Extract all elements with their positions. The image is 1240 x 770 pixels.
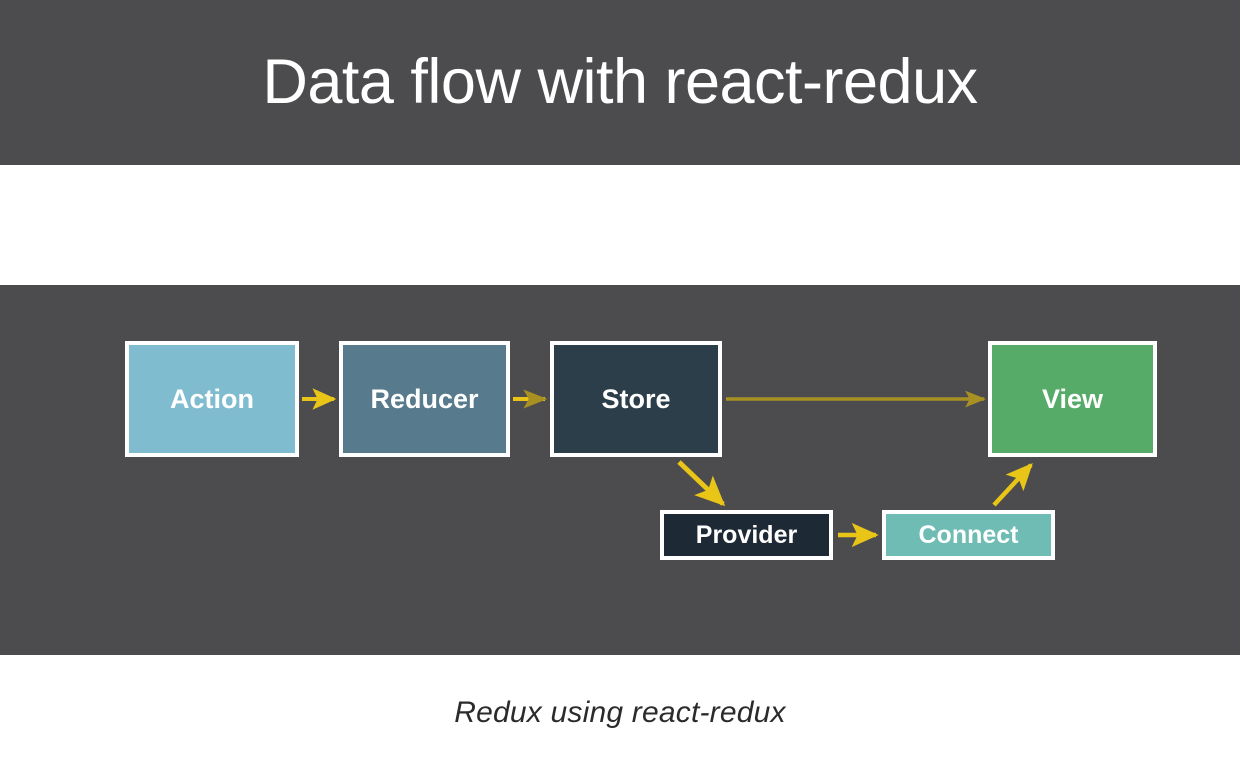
diagram-node-store[interactable]: Store xyxy=(550,341,722,457)
diagram-node-connect[interactable]: Connect xyxy=(882,510,1055,560)
diagram-node-reducer[interactable]: Reducer xyxy=(339,341,510,457)
diagram-node-provider[interactable]: Provider xyxy=(660,510,833,560)
arrow-connect-to-view xyxy=(992,463,1033,507)
diagram-caption: Redux using react-redux xyxy=(454,695,786,729)
arrow-store-to-provider xyxy=(677,460,726,507)
title-band: Data flow with react-redux xyxy=(0,0,1240,165)
diagram-node-action[interactable]: Action xyxy=(125,341,299,457)
diagram-node-view-label: View xyxy=(1041,383,1104,414)
page-title: Data flow with react-redux xyxy=(262,47,978,117)
diagram-node-connect-label: Connect xyxy=(918,520,1019,549)
diagram-node-view[interactable]: View xyxy=(988,341,1157,457)
diagram-band: Action Reducer Store View Provider Conne… xyxy=(0,285,1240,655)
diagram-node-reducer-label: Reducer xyxy=(370,383,479,414)
spacer-band xyxy=(0,165,1240,285)
diagram-node-action-label: Action xyxy=(170,383,254,414)
diagram-node-store-label: Store xyxy=(601,383,671,414)
diagram-node-provider-label: Provider xyxy=(695,520,798,549)
caption-area: Redux using react-redux xyxy=(0,655,1240,770)
